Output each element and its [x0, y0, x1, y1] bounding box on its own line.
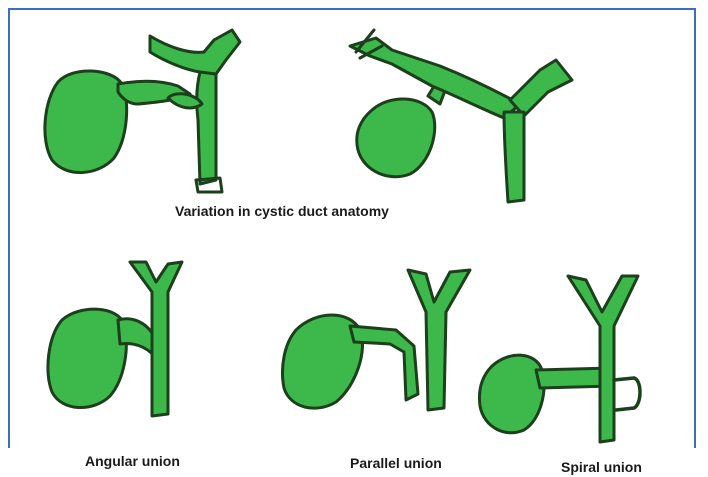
gallbladder-5	[480, 355, 544, 433]
hepatic-duct-5	[568, 276, 638, 442]
caption-parallel-union: Parallel union	[350, 455, 442, 471]
gallbladder-1	[45, 71, 127, 173]
caption-variation: Variation in cystic duct anatomy	[175, 203, 389, 219]
diagram-cystic-duct-variant-2	[350, 30, 572, 202]
common-bile-duct-1	[197, 62, 216, 184]
diagram-cystic-duct-variant-1	[45, 30, 240, 192]
caption-spiral-union: Spiral union	[561, 459, 642, 477]
right-branch-2	[510, 60, 572, 116]
gallbladder-3	[48, 309, 126, 407]
hepatic-duct-1	[150, 30, 240, 74]
gallbladder-2	[357, 99, 435, 177]
diagram-spiral-union	[480, 276, 641, 442]
diagram-parallel-union	[283, 270, 471, 410]
spiral-loop-5	[614, 378, 640, 410]
caption-angular-union: Angular union	[85, 453, 180, 469]
common-bile-duct-2	[504, 112, 524, 202]
diagram-angular-union	[48, 262, 182, 416]
